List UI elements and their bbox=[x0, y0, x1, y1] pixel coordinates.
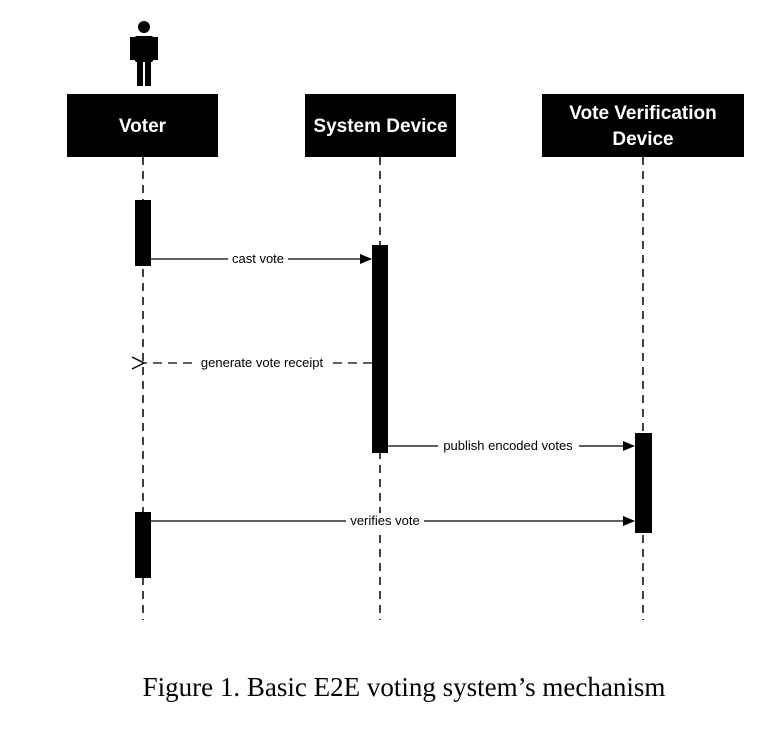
participant-vote-verification-device: Vote Verification Device bbox=[542, 94, 744, 157]
activation-system bbox=[372, 245, 388, 453]
message-cast-vote-label: cast vote bbox=[232, 251, 284, 266]
activation-voter-2 bbox=[135, 512, 151, 578]
participant-verifier-label-line2: Device bbox=[612, 129, 673, 150]
message-publish-encoded-votes: publish encoded votes bbox=[388, 438, 635, 454]
message-verifies-vote-label: verifies vote bbox=[350, 513, 419, 528]
figure-caption: Figure 1. Basic E2E voting system’s mech… bbox=[143, 672, 666, 702]
message-cast-vote: cast vote bbox=[151, 251, 372, 267]
voter-actor-icon bbox=[130, 21, 158, 86]
message-generate-vote-receipt-label: generate vote receipt bbox=[201, 355, 324, 370]
activation-voter-1 bbox=[135, 200, 151, 266]
participant-system-device: System Device bbox=[305, 94, 456, 157]
message-verifies-vote: verifies vote bbox=[151, 513, 635, 529]
message-generate-vote-receipt: generate vote receipt bbox=[144, 355, 372, 371]
participant-voter-label: Voter bbox=[119, 116, 167, 137]
participant-system-label: System Device bbox=[313, 116, 447, 137]
participant-verifier-label-line1: Vote Verification bbox=[569, 103, 716, 124]
participant-voter: Voter bbox=[67, 94, 218, 157]
message-publish-encoded-votes-label: publish encoded votes bbox=[443, 438, 573, 453]
activation-verifier bbox=[635, 433, 652, 533]
